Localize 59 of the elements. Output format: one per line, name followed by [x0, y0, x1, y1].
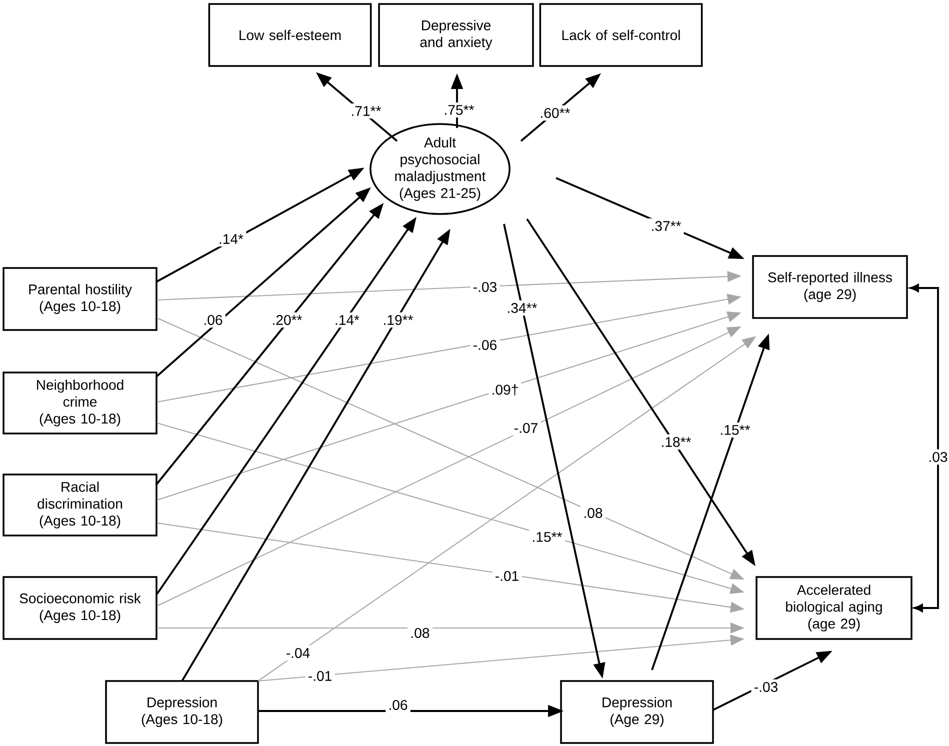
path-arrow: [155, 204, 383, 486]
path-arrow: [450, 75, 463, 129]
path-arrow: [156, 522, 744, 612]
variable-box: Parental hostility (Ages 10-18): [2, 267, 158, 331]
path-coefficient: -.01: [305, 668, 335, 684]
path-coefficient: .14*: [332, 312, 362, 328]
path-coefficient: -.07: [511, 420, 541, 436]
path-coefficient: -.01: [492, 568, 522, 584]
path-coefficient: -.03: [751, 679, 781, 695]
path-arrow: [712, 651, 831, 711]
variable-box: Low self-esteem: [208, 3, 372, 67]
path-arrow: [155, 188, 370, 378]
path-coefficient: -.03: [470, 279, 500, 295]
path-arrow: [257, 634, 744, 682]
variable-box: Accelerated biological aging (age 29): [756, 576, 912, 640]
path-coefficient: -.04: [283, 645, 313, 661]
path-arrow: [156, 622, 744, 634]
path-coefficient: .19**: [380, 312, 416, 328]
path-arrow: [156, 294, 741, 403]
path-coefficient: .15**: [529, 529, 565, 545]
path-arrow: [155, 168, 363, 283]
path-arrow: [156, 218, 416, 595]
path-coefficient: .14*: [216, 232, 246, 246]
variable-box: Lack of self-control: [539, 3, 703, 67]
path-coefficient: .06: [386, 697, 410, 713]
path-coefficient: .71**: [348, 104, 384, 118]
path-coefficient: .18**: [658, 434, 694, 450]
path-coefficient: .08: [408, 625, 432, 641]
path-coefficient: .09†: [488, 382, 522, 398]
path-coefficient: .34**: [504, 300, 540, 316]
variable-box: Neighborhood crime (Ages 10-18): [2, 372, 158, 434]
variable-box: Racial discrimination (Ages 10-18): [2, 474, 158, 536]
variable-box: Depression (Age 29): [560, 680, 714, 744]
path-arrow: [651, 335, 770, 671]
path-arrow: [317, 73, 398, 142]
double-headed-arrow: [910, 284, 939, 612]
variable-box: Depressive and anxiety: [378, 3, 534, 67]
path-arrow: [257, 336, 756, 682]
path-arrow: [555, 177, 743, 259]
path-arrow: [257, 704, 562, 717]
path-coefficient: -.06: [470, 337, 500, 353]
path-arrow: [503, 223, 606, 677]
path-coefficient: .75**: [441, 102, 477, 118]
path-coefficient: .37**: [648, 218, 684, 234]
path-arrow: [156, 312, 741, 501]
path-coefficient: .20**: [269, 312, 305, 328]
path-coefficient: .60**: [537, 105, 573, 121]
path-arrow: [526, 218, 755, 565]
path-coefficient: .08: [580, 505, 606, 521]
path-arrow: [181, 230, 450, 682]
variable-box: Depression (Ages 10-18): [105, 680, 259, 744]
path-arrow: [520, 74, 600, 142]
path-coefficient: .03: [926, 449, 949, 465]
variable-box: Socioeconomic risk (Ages 10-18): [2, 576, 158, 640]
path-arrow: [156, 270, 741, 301]
path-arrow: [156, 422, 744, 594]
path-coefficient: .15**: [717, 422, 753, 438]
path-coefficient: .06: [200, 312, 226, 328]
variable-box: Self-reported illness (age 29): [752, 255, 908, 319]
